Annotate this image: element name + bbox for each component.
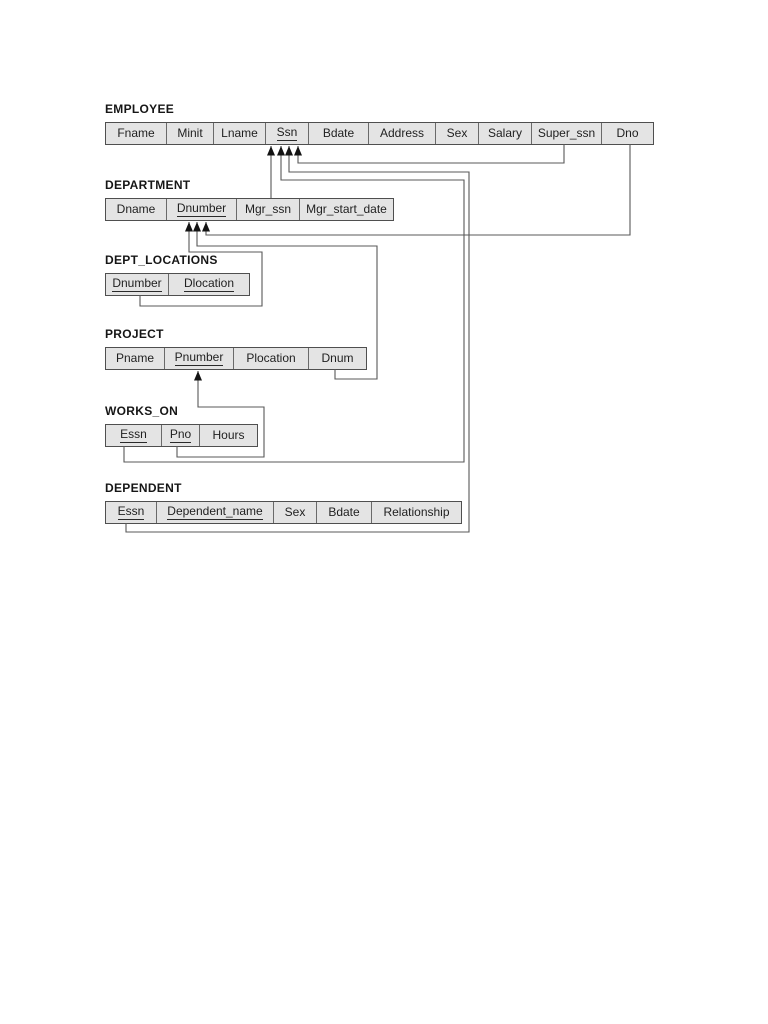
column-label: Super_ssn [537, 126, 596, 140]
column-label: Sex [446, 126, 468, 140]
column-label: Mgr_ssn [244, 202, 291, 216]
column-label: Dname [116, 202, 156, 216]
column-cell-lname: Lname [213, 123, 265, 144]
column-cell-mgr_ssn: Mgr_ssn [236, 199, 299, 220]
table-title-project: PROJECT [105, 327, 164, 341]
column-cell-dno: Dno [601, 123, 653, 144]
primary-key-column-label: Essn [120, 427, 147, 443]
table-title-works_on: WORKS_ON [105, 404, 179, 418]
column-cell-plocation: Plocation [233, 348, 308, 369]
column-label: Bdate [322, 126, 355, 140]
column-label: Bdate [328, 505, 360, 519]
table-dept_locations: Dnumber Dlocation [105, 273, 250, 296]
column-cell-bdate: Bdate [316, 502, 371, 523]
column-cell-super_ssn: Super_ssn [531, 123, 601, 144]
column-label: Pname [115, 351, 155, 365]
table-works_on: Essn Pno Hours [105, 424, 258, 447]
column-cell-fname: Fname [106, 123, 166, 144]
column-label: Lname [221, 126, 258, 140]
fk-employee-super-ssn-to-employee-ssn [294, 144, 565, 164]
table-title-department: DEPARTMENT [105, 178, 191, 192]
column-label: Salary [487, 126, 522, 140]
column-cell-mgr_start_date: Mgr_start_date [299, 199, 393, 220]
primary-key-column-label: Pnumber [174, 350, 224, 366]
column-label: Relationship [383, 505, 450, 519]
fk-employee-dno-to-department-dnumber [202, 144, 631, 236]
column-cell-salary: Salary [478, 123, 531, 144]
table-title-dependent: DEPENDENT [105, 481, 182, 495]
column-label: Hours [212, 428, 245, 442]
column-label: Mgr_start_date [306, 202, 387, 216]
primary-key-column-label: Dnumber [112, 276, 162, 292]
column-cell-essn: Essn [106, 502, 156, 523]
table-dependent: Essn Dependent_name Sex Bdate Relationship [105, 501, 462, 524]
column-cell-pnumber: Pnumber [164, 348, 233, 369]
primary-key-column-label: Ssn [276, 125, 298, 141]
column-cell-address: Address [368, 123, 435, 144]
column-cell-hours: Hours [199, 425, 257, 446]
column-cell-pname: Pname [106, 348, 164, 369]
column-cell-minit: Minit [166, 123, 213, 144]
primary-key-column-label: Dependent_name [167, 504, 263, 520]
column-cell-sex: Sex [435, 123, 478, 144]
column-label: Minit [177, 126, 203, 140]
column-cell-sex: Sex [273, 502, 316, 523]
table-employee: Fname Minit Lname Ssn Bdate Address Sex Salary S… [105, 122, 654, 145]
column-cell-dnumber: Dnumber [166, 199, 236, 220]
column-cell-dependent_name: Dependent_name [156, 502, 273, 523]
column-label: Dno [616, 126, 639, 140]
column-label: Dnum [321, 351, 354, 365]
column-label: Plocation [246, 351, 296, 365]
table-title-employee: EMPLOYEE [105, 102, 175, 116]
column-cell-relationship: Relationship [371, 502, 461, 523]
table-project: Pname Pnumber Plocation Dnum [105, 347, 367, 370]
column-label: Fname [117, 126, 155, 140]
column-cell-dname: Dname [106, 199, 166, 220]
column-cell-dlocation: Dlocation [168, 274, 249, 295]
table-title-dept_locations: DEPT_LOCATIONS [105, 253, 218, 267]
table-department: Dname Dnumber Mgr_ssn Mgr_start_date [105, 198, 394, 221]
primary-key-column-label: Dnumber [176, 201, 227, 217]
column-cell-ssn: Ssn [265, 123, 308, 144]
column-label: Sex [284, 505, 306, 519]
column-label: Address [379, 126, 425, 140]
column-cell-dnum: Dnum [308, 348, 366, 369]
primary-key-column-label: Essn [117, 504, 145, 520]
column-cell-pno: Pno [161, 425, 199, 446]
column-cell-bdate: Bdate [308, 123, 368, 144]
primary-key-column-label: Pno [169, 427, 192, 443]
column-cell-dnumber: Dnumber [106, 274, 168, 295]
column-cell-essn: Essn [106, 425, 161, 446]
primary-key-column-label: Dlocation [183, 276, 235, 292]
